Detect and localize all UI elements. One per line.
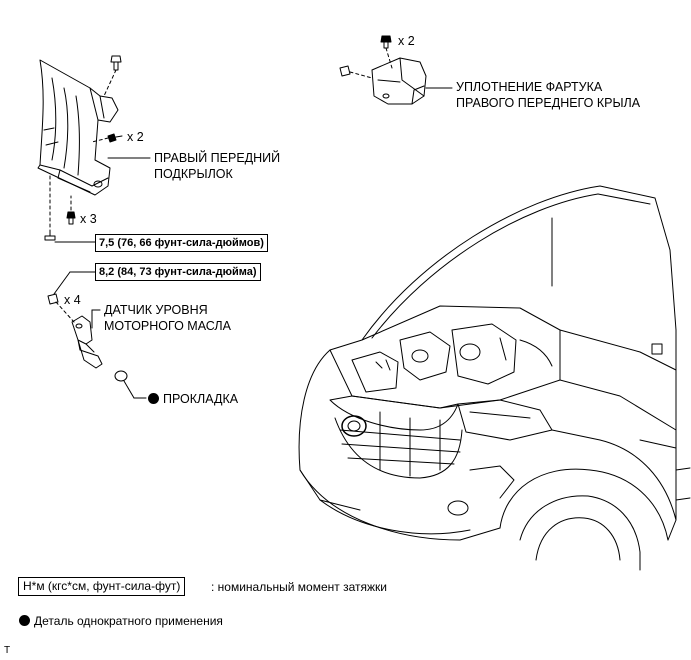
legend-torque-box: Н*м (кгс*см, фунт-сила-фут) — [18, 577, 186, 596]
splash-shield-seal-illustration — [371, 57, 427, 105]
fender-liner-illustration — [37, 59, 119, 196]
liner-clip — [66, 195, 76, 225]
liner-bolt — [44, 175, 96, 243]
liner-label-line2: ПОДКРЫЛОК — [154, 167, 233, 181]
legend-single-use: Деталь однократного применения — [19, 613, 223, 629]
legend-dot-icon — [19, 615, 30, 626]
seal-label-line1: УПЛОТНЕНИЕ ФАРТУКА — [456, 80, 603, 94]
legend-torque-desc: : номинальный момент затяжки — [211, 580, 387, 594]
vehicle-illustration — [298, 185, 691, 571]
sensor-bolt-torque: 8,2 (84, 73 фунт-сила-дюйма) — [95, 263, 261, 281]
footer-code: T — [4, 645, 11, 656]
seal-clip — [339, 35, 393, 79]
seal-clip-quantity: x 2 — [398, 34, 415, 48]
liner-top-clip — [103, 55, 122, 97]
sensor-label-line1: ДАТЧИК УРОВНЯ — [104, 303, 208, 317]
gasket-label: ПРОКЛАДКА — [148, 391, 238, 407]
single-use-dot-icon — [148, 393, 159, 404]
sensor-label-line2: МОТОРНОГО МАСЛА — [104, 319, 231, 333]
liner-screw-quantity: x 2 — [127, 130, 144, 144]
liner-screw — [91, 133, 123, 143]
sensor-bolt-quantity: x 4 — [64, 293, 81, 307]
liner-label-line1: ПРАВЫЙ ПЕРЕДНИЙ — [154, 151, 281, 165]
sensor-bolt — [47, 271, 96, 323]
liner-clip-quantity: x 3 — [80, 212, 97, 226]
legend-single-use-text: Деталь однократного применения — [34, 614, 223, 628]
liner-bolt-torque: 7,5 (76, 66 фунт-сила-дюймов) — [95, 234, 268, 252]
gasket-illustration — [114, 370, 147, 399]
gasket-label-text: ПРОКЛАДКА — [163, 392, 239, 406]
seal-label-line2: ПРАВОГО ПЕРЕДНЕГО КРЫЛА — [456, 96, 641, 110]
oil-level-sensor-illustration — [71, 315, 103, 369]
